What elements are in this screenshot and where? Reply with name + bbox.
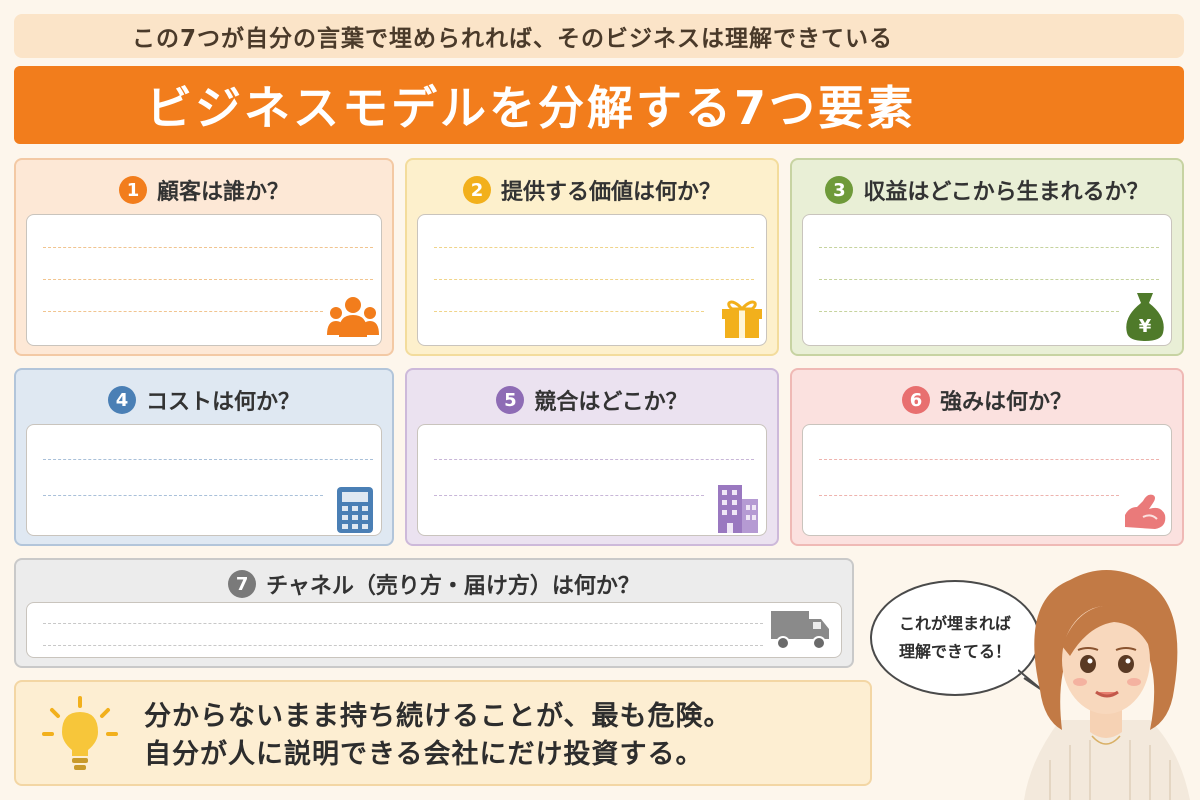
muscle-arm-icon xyxy=(1125,494,1166,529)
card-competitor: 5 競合はどこか？ xyxy=(405,368,779,546)
card-revenue: 3 収益はどこから生まれるか？ ¥ xyxy=(790,158,1184,356)
answer-box[interactable] xyxy=(417,424,767,536)
truck-icon xyxy=(771,611,829,650)
card-strength: 6 強みは何か？ xyxy=(790,368,1184,546)
gift-icon xyxy=(722,300,762,338)
page-title: ビジネスモデルを分解する7つ要素 xyxy=(14,66,1184,144)
card-question: 競合はどこか？ xyxy=(534,390,688,415)
card-question: 収益はどこから生まれるか？ xyxy=(863,180,1149,205)
answer-box[interactable] xyxy=(417,214,767,346)
bubble-line-2: 理解できてる！ xyxy=(898,642,1011,661)
answer-box[interactable] xyxy=(26,602,842,658)
card-question: 提供する価値は何か？ xyxy=(500,180,721,205)
number-badge: 5 xyxy=(496,386,525,414)
card-customer: 1 顧客は誰か？ xyxy=(14,158,394,356)
number-badge: 7 xyxy=(228,570,257,598)
number-badge: 1 xyxy=(118,176,147,204)
speech-bubble: これが埋まれば 理解できてる！ xyxy=(870,580,1040,696)
calculator-icon xyxy=(337,487,373,533)
people-icon xyxy=(327,297,379,337)
card-value: 2 提供する価値は何か？ xyxy=(405,158,779,356)
number-badge: 3 xyxy=(825,176,854,204)
top-banner: この7つが自分の言葉で埋められれば、そのビジネスは理解できている xyxy=(14,14,1184,58)
yen-symbol: ¥ xyxy=(1139,316,1152,337)
number-badge: 2 xyxy=(462,176,491,204)
answer-box[interactable] xyxy=(26,424,382,536)
card-question: チャネル（売り方・届け方）は何か？ xyxy=(266,574,640,599)
number-badge: 4 xyxy=(107,386,136,414)
answer-box[interactable] xyxy=(26,214,382,346)
tip-box: 分からないまま持ち続けることが、最も危険。 自分が人に説明できる会社にだけ投資す… xyxy=(14,680,872,786)
answer-box[interactable]: ¥ xyxy=(802,214,1172,346)
card-channel: 7 チャネル（売り方・届け方）は何か？ xyxy=(14,558,854,668)
money-bag-icon: ¥ xyxy=(1126,293,1164,341)
card-question: 強みは何か？ xyxy=(939,390,1072,415)
card-question: コストは何か？ xyxy=(145,390,300,415)
card-question: 顧客は誰か？ xyxy=(156,180,289,205)
number-badge: 6 xyxy=(901,386,930,414)
tip-line-1: 分からないまま持ち続けることが、最も危険。 xyxy=(144,701,732,732)
building-icon xyxy=(718,485,758,533)
tip-line-2: 自分が人に説明できる会社にだけ投資する。 xyxy=(144,739,704,770)
woman-illustration xyxy=(1024,570,1190,800)
answer-box[interactable] xyxy=(802,424,1172,536)
card-cost: 4 コストは何か？ xyxy=(14,368,394,546)
bubble-line-1: これが埋まれば xyxy=(898,614,1011,633)
lightbulb-icon xyxy=(42,696,118,770)
